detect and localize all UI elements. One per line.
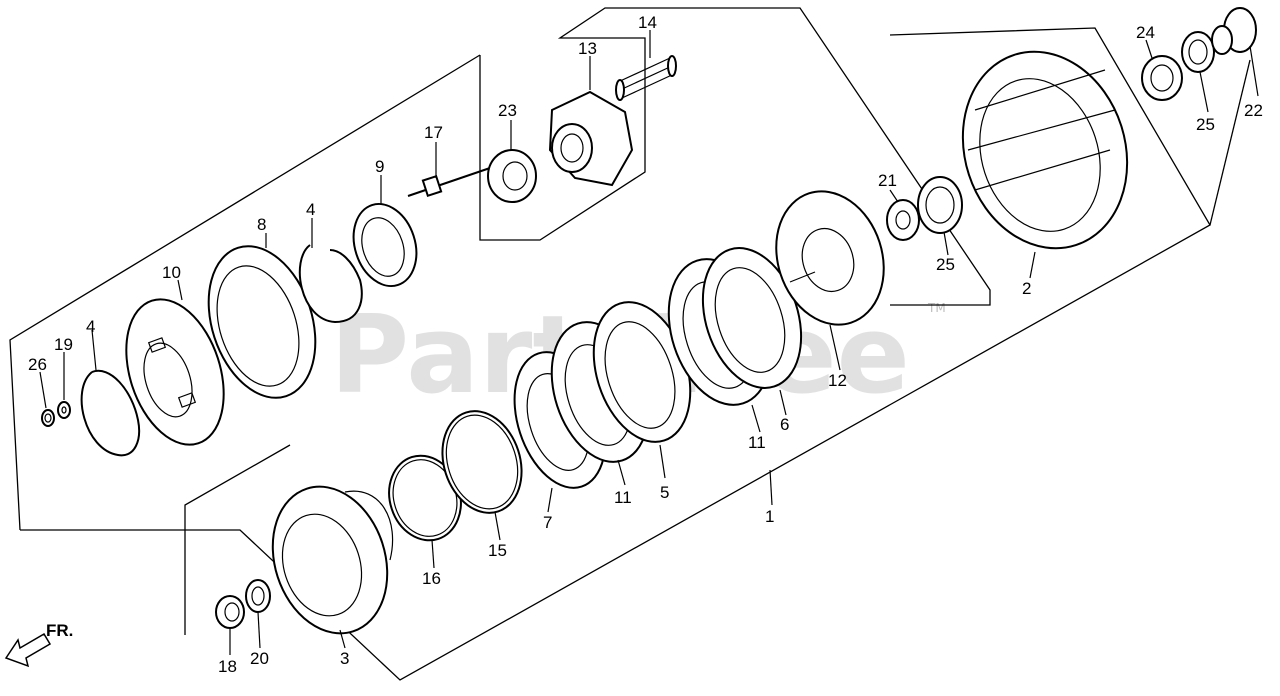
assembly-outline bbox=[20, 27, 1211, 681]
label-17: 17 bbox=[424, 123, 443, 142]
label-21: 21 bbox=[878, 171, 897, 190]
label-18: 18 bbox=[218, 657, 237, 676]
part-13-bearing-holder[interactable] bbox=[548, 90, 634, 187]
part-22-collar[interactable] bbox=[1211, 7, 1257, 55]
label-23: 23 bbox=[498, 101, 517, 120]
part-10-spring-plate[interactable] bbox=[109, 287, 241, 457]
label-11-right: 11 bbox=[748, 433, 766, 452]
part-21-thrust-washer[interactable] bbox=[886, 199, 920, 241]
outline-link bbox=[1209, 59, 1251, 226]
part-23-bearing[interactable] bbox=[487, 149, 537, 203]
label-8: 8 bbox=[257, 215, 266, 234]
label-6: 6 bbox=[780, 415, 789, 434]
label-1: 1 bbox=[765, 507, 774, 526]
label-2: 2 bbox=[1022, 279, 1031, 298]
part-18-lock-nut[interactable] bbox=[215, 595, 245, 629]
subgroup-outline-3 bbox=[184, 444, 291, 635]
label-22: 22 bbox=[1244, 101, 1263, 120]
label-7: 7 bbox=[543, 513, 552, 532]
part-24-needle-bearing[interactable] bbox=[1141, 55, 1183, 101]
label-4-upper: 4 bbox=[306, 200, 315, 219]
part-12-pressure-plate[interactable] bbox=[760, 177, 901, 338]
part-9-damper[interactable] bbox=[343, 196, 426, 294]
label-12: 12 bbox=[828, 371, 847, 390]
part-26-nut[interactable] bbox=[41, 409, 55, 427]
label-25-left: 25 bbox=[936, 255, 955, 274]
part-25-needle-bearing-left[interactable] bbox=[917, 176, 963, 234]
label-10: 10 bbox=[162, 263, 181, 282]
part-4-snap-ring-left[interactable] bbox=[80, 369, 140, 457]
label-9: 9 bbox=[375, 157, 384, 176]
part-3-clutch-drum[interactable] bbox=[255, 472, 406, 649]
label-19: 19 bbox=[54, 335, 73, 354]
part-4-snap-ring-upper[interactable] bbox=[298, 244, 363, 324]
part-15-o-ring[interactable] bbox=[430, 401, 534, 523]
part-2-clutch-outer[interactable] bbox=[938, 30, 1152, 270]
subgroup-outline-top bbox=[479, 7, 991, 306]
part-14-spring[interactable] bbox=[615, 55, 677, 101]
label-16: 16 bbox=[422, 569, 441, 588]
part-19-washer[interactable] bbox=[57, 401, 71, 419]
part-17-stud-bolt[interactable] bbox=[407, 167, 491, 198]
label-4-left: 4 bbox=[86, 317, 95, 336]
label-15: 15 bbox=[488, 541, 507, 560]
front-direction-label: FR. bbox=[46, 621, 73, 640]
label-25-right: 25 bbox=[1196, 115, 1215, 134]
label-26: 26 bbox=[28, 355, 47, 374]
label-11-left: 11 bbox=[614, 488, 632, 507]
part-25-needle-bearing-right[interactable] bbox=[1181, 31, 1215, 73]
label-20: 20 bbox=[250, 649, 269, 668]
label-3: 3 bbox=[340, 649, 349, 668]
leader-lines bbox=[39, 30, 1259, 655]
watermark-trademark: TM bbox=[927, 301, 946, 315]
assembly-outline-left bbox=[9, 54, 481, 531]
label-13: 13 bbox=[578, 39, 597, 58]
part-20-washer[interactable] bbox=[245, 579, 271, 613]
label-14: 14 bbox=[638, 13, 657, 32]
front-direction-arrow-icon bbox=[4, 632, 52, 668]
label-5: 5 bbox=[660, 483, 669, 502]
label-24: 24 bbox=[1136, 23, 1155, 42]
